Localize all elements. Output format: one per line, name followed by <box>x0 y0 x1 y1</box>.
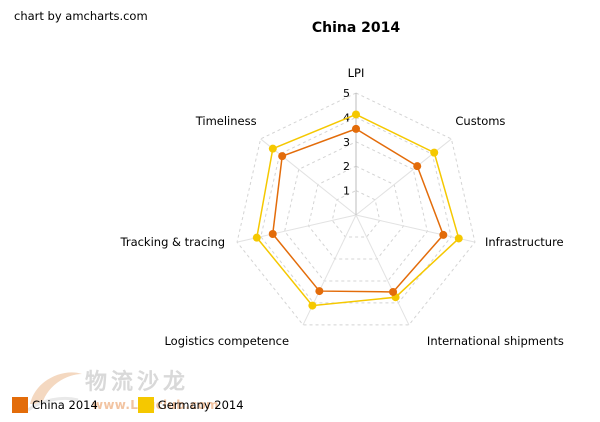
data-point-china-2014 <box>389 287 398 296</box>
tick-label: 5 <box>343 87 350 100</box>
axis-label: LPI <box>348 66 365 80</box>
chart-credit[interactable]: chart by amcharts.com <box>14 9 148 23</box>
series-china-2014 <box>268 124 448 296</box>
axis-label: International shipments <box>427 334 564 348</box>
watermark-chinese-text: 物流沙龙 <box>85 369 190 395</box>
data-point-germany-2014 <box>430 148 439 157</box>
radar-series <box>252 110 463 310</box>
legend-swatch-germany <box>137 397 154 413</box>
tick-label: 1 <box>343 185 350 198</box>
data-point-germany-2014 <box>252 233 261 242</box>
grid-ring-2 <box>307 165 405 260</box>
axis-label: Tracking & tracing <box>120 235 226 249</box>
axis-label: Customs <box>455 114 505 128</box>
axis-label: Logistics competence <box>164 334 289 348</box>
axis-label: Infrastructure <box>485 235 564 249</box>
data-point-china-2014 <box>268 230 277 239</box>
data-point-germany-2014 <box>308 301 317 310</box>
tick-label: 2 <box>343 160 350 173</box>
grid-ring-1 <box>331 190 381 238</box>
data-point-china-2014 <box>352 124 360 133</box>
grid-spoke-4 <box>355 214 410 326</box>
legend-item-china[interactable]: China 2014 <box>12 397 98 413</box>
grid-ring-3 <box>284 141 428 282</box>
series-line-china-2014 <box>271 128 445 293</box>
watermark: 物流沙龙 www.Logclub.com <box>22 360 222 416</box>
data-point-germany-2014 <box>268 144 277 153</box>
tick-label: 3 <box>343 136 350 149</box>
data-point-china-2014 <box>439 230 448 239</box>
legend-label-china: China 2014 <box>32 398 98 412</box>
watermark-swirl-icon <box>27 372 82 412</box>
axis-label: Timeliness <box>195 114 257 128</box>
legend-swatch-china <box>12 397 28 413</box>
data-point-germany-2014 <box>352 110 360 119</box>
data-point-china-2014 <box>413 162 422 171</box>
legend-label-germany: Germany 2014 <box>157 398 244 412</box>
grid-ring-4 <box>260 116 452 304</box>
watermark-url: www.Logclub.com <box>92 398 219 412</box>
data-point-germany-2014 <box>454 234 463 243</box>
data-point-china-2014 <box>278 152 287 161</box>
legend-item-germany[interactable]: Germany 2014 <box>137 397 244 413</box>
grid-spoke-7 <box>260 138 357 216</box>
series-germany-2014 <box>252 110 463 310</box>
data-point-china-2014 <box>315 287 324 296</box>
series-line-germany-2014 <box>256 113 460 307</box>
chart-title: China 2014 <box>311 20 401 36</box>
legend: China 2014 Germany 2014 <box>12 396 284 414</box>
